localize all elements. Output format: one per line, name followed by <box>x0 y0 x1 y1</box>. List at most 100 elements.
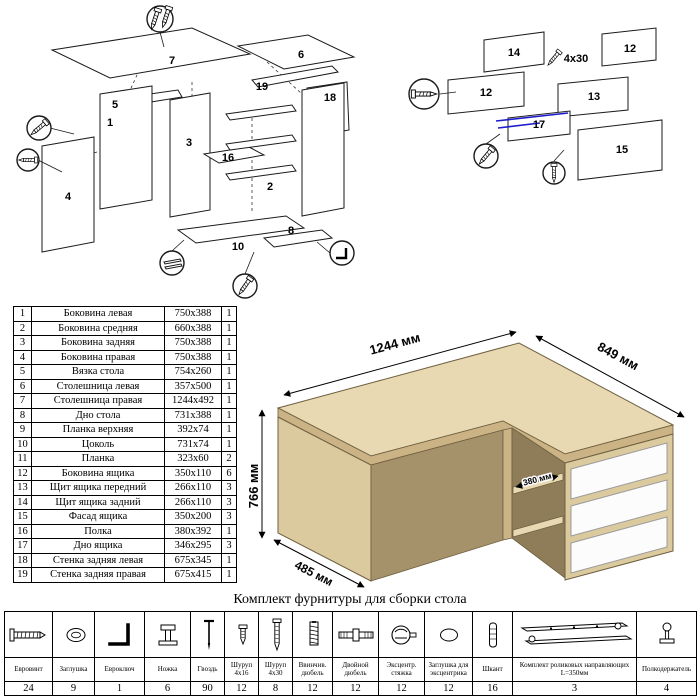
part-num: 5 <box>13 364 32 380</box>
hardware-qty: 12 <box>378 681 425 696</box>
part-qty: 1 <box>221 335 237 351</box>
part-qty: 1 <box>221 364 237 380</box>
part-number-label: 13 <box>588 91 600 103</box>
part-num: 9 <box>13 422 32 438</box>
part-name: Стенка задняя левая <box>31 552 165 568</box>
part-size: 750x388 <box>164 306 222 322</box>
part-number-label: 6 <box>298 49 304 61</box>
cap-icon <box>52 611 95 658</box>
hardware-name: Ввинчив. дюбель <box>292 657 333 682</box>
part-name: Боковина ящика <box>31 465 165 481</box>
hardware-icons-row <box>4 611 697 658</box>
part-qty: 6 <box>221 465 237 481</box>
part-name: Столешница левая <box>31 378 165 394</box>
panel-top-left-shape <box>50 27 252 79</box>
part-qty: 1 <box>221 320 237 336</box>
part-size: 266x110 <box>164 480 222 496</box>
hardware-qty: 3 <box>512 681 637 696</box>
part-num: 11 <box>13 451 32 467</box>
drawer-front <box>570 516 668 574</box>
panel-side-middle-shape <box>169 92 211 218</box>
part-num: 4 <box>13 349 32 365</box>
part-qty: 3 <box>221 538 237 554</box>
part-num: 14 <box>13 494 32 510</box>
hardware-name: Комплект роликовых направляющих L=350мм <box>512 657 637 682</box>
part-size: 731x74 <box>164 436 222 452</box>
hardware-name: Полкодержатель <box>636 657 697 682</box>
part-name: Щит ящика передний <box>31 480 165 496</box>
hardware-kit-title: Комплект фурнитуры для сборки стола <box>233 592 467 607</box>
part-number-label: 16 <box>222 152 234 164</box>
part-number-label: 8 <box>288 225 294 237</box>
part-qty: 3 <box>221 509 237 525</box>
part-qty: 2 <box>221 451 237 467</box>
drawer-side-panel-shape <box>447 71 525 115</box>
panel-back-strip-shape <box>251 65 340 88</box>
part-name: Боковина левая <box>31 306 165 322</box>
hardware-qty: 4 <box>636 681 697 696</box>
part-number-label: 3 <box>186 137 192 149</box>
part-num: 1 <box>13 306 32 322</box>
part-name: Фасад ящика <box>31 509 165 525</box>
part-num: 8 <box>13 407 32 423</box>
part-name: Вязка стола <box>31 364 165 380</box>
part-number-label: 15 <box>616 144 628 156</box>
part-number-label: 5 <box>112 99 118 111</box>
hardware-name: Заглушка <box>52 657 95 682</box>
hardware-qty: 9 <box>52 681 95 696</box>
part-name: Боковина правая <box>31 349 165 365</box>
part-name: Стенка задняя правая <box>31 567 165 583</box>
confirmat-screw-icon <box>4 611 53 658</box>
wooden-dowel-icon <box>472 611 513 658</box>
drawer-front <box>570 479 668 537</box>
part-num: 15 <box>13 509 32 525</box>
screw-size-label: 4х30 <box>564 53 588 65</box>
panel-side-far-left-shape <box>41 136 95 253</box>
drawer-front-board-shape <box>557 76 629 118</box>
hardware-qty-row: 24 9 1 6 90 12 8 12 12 12 12 16 3 4 <box>4 681 697 696</box>
part-qty: 1 <box>221 422 237 438</box>
screw-4x30-icon <box>258 611 293 658</box>
part-size: 346x295 <box>164 538 222 554</box>
hardware-qty: 8 <box>258 681 293 696</box>
part-number-label: 10 <box>232 241 244 253</box>
part-number-label: 17 <box>533 119 545 131</box>
part-size: 350x200 <box>164 509 222 525</box>
drawer-rail-shape <box>225 134 297 151</box>
hardware-name: Евроключ <box>94 657 145 682</box>
part-qty: 3 <box>221 480 237 496</box>
drawer-rail-shape <box>225 104 297 121</box>
part-size: 750x388 <box>164 349 222 365</box>
part-name: Дно ящика <box>31 538 165 554</box>
part-name: Полка <box>31 523 165 539</box>
part-num: 17 <box>13 538 32 554</box>
drawer-facade-shape <box>577 119 663 181</box>
part-size: 323x60 <box>164 451 222 467</box>
part-size: 731x388 <box>164 407 222 423</box>
part-size: 392x74 <box>164 422 222 438</box>
part-num: 10 <box>13 436 32 452</box>
dimension-height: 766 мм <box>246 464 261 509</box>
part-name: Столешница правая <box>31 393 165 409</box>
shelf-pin-icon <box>636 611 697 658</box>
part-qty: 3 <box>221 494 237 510</box>
drawer-rail-shape <box>225 164 297 181</box>
part-size: 380x392 <box>164 523 222 539</box>
hardware-qty: 12 <box>424 681 473 696</box>
part-qty: 1 <box>221 552 237 568</box>
